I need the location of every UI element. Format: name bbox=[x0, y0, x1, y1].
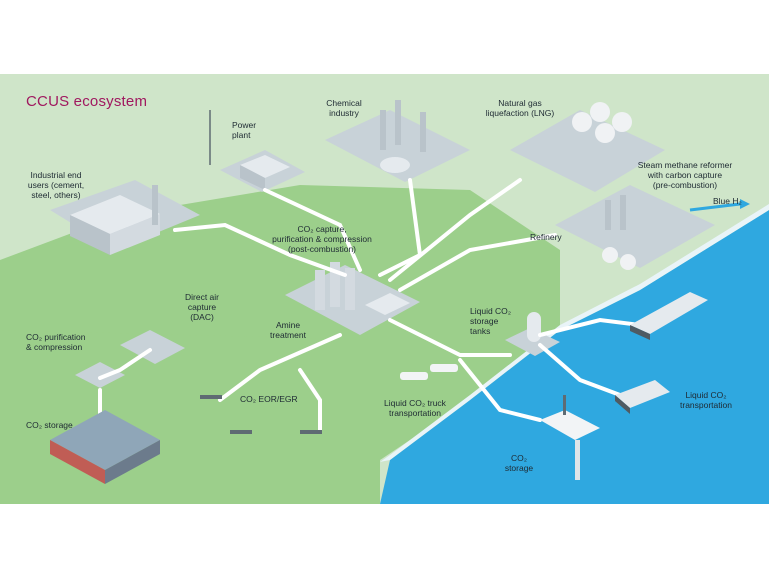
offshore-platform bbox=[540, 395, 600, 480]
platform-lng bbox=[510, 110, 665, 192]
industrial-buildings bbox=[70, 185, 160, 255]
bottom-white-band bbox=[0, 504, 769, 577]
label-natural-gas: Natural gas liquefaction (LNG) bbox=[485, 98, 555, 118]
label-co2-storage-sea: CO₂ storage bbox=[504, 453, 534, 473]
storage-tanks bbox=[527, 312, 541, 342]
label-steam-methane: Steam methane reformer with carbon captu… bbox=[637, 160, 733, 190]
label-co2-purification: CO₂ purification & compression bbox=[26, 332, 86, 352]
sea-shore bbox=[380, 204, 769, 462]
ship-top bbox=[630, 292, 708, 340]
platform-dac bbox=[120, 330, 185, 364]
label-industrial-end-users: Industrial end users (cement, steel, oth… bbox=[27, 170, 85, 200]
label-co2-eor-egr: CO₂ EOR/EGR bbox=[240, 394, 298, 404]
label-co2-storage-land: CO₂ storage bbox=[26, 420, 73, 430]
label-blue-h2: Blue H₂ bbox=[713, 196, 742, 206]
amine-plant bbox=[315, 262, 410, 315]
pipelines bbox=[98, 178, 642, 432]
co2-trucks bbox=[400, 364, 458, 380]
platform-chemical bbox=[325, 110, 470, 182]
blue-h2-arrow bbox=[689, 202, 741, 212]
platform-purification bbox=[75, 362, 125, 388]
label-chemical-industry: Chemical industry bbox=[326, 98, 362, 118]
pumpjacks bbox=[200, 395, 322, 434]
underground-storage bbox=[50, 410, 160, 484]
label-direct-air-capture: Direct air capture (DAC) bbox=[184, 292, 219, 322]
label-amine-treatment: Amine treatment bbox=[270, 320, 306, 340]
label-liquid-co2-storage-tanks: Liquid CO₂ storage tanks bbox=[470, 306, 512, 336]
land-green-lower bbox=[0, 330, 380, 504]
label-co2-capture: CO₂ capture, purification & compression … bbox=[272, 224, 372, 254]
top-white-band bbox=[0, 0, 769, 74]
blue-h2-arrowhead bbox=[740, 199, 750, 209]
ship-bottom bbox=[615, 380, 670, 414]
power-plant-building bbox=[209, 110, 290, 190]
label-liquid-co2-truck: Liquid CO₂ truck transportation bbox=[384, 398, 446, 418]
diagram-title: CCUS ecosystem bbox=[26, 93, 148, 110]
label-liquid-co2-transportation: Liquid CO₂ transportation bbox=[680, 390, 732, 410]
platform-refinery bbox=[555, 185, 715, 268]
chemical-plant bbox=[380, 100, 426, 173]
lng-tanks bbox=[572, 102, 632, 143]
label-power-plant: Power plant bbox=[232, 120, 257, 140]
label-refinery: Refinery bbox=[530, 232, 562, 242]
sea bbox=[380, 210, 769, 504]
refinery-plant bbox=[602, 195, 636, 270]
